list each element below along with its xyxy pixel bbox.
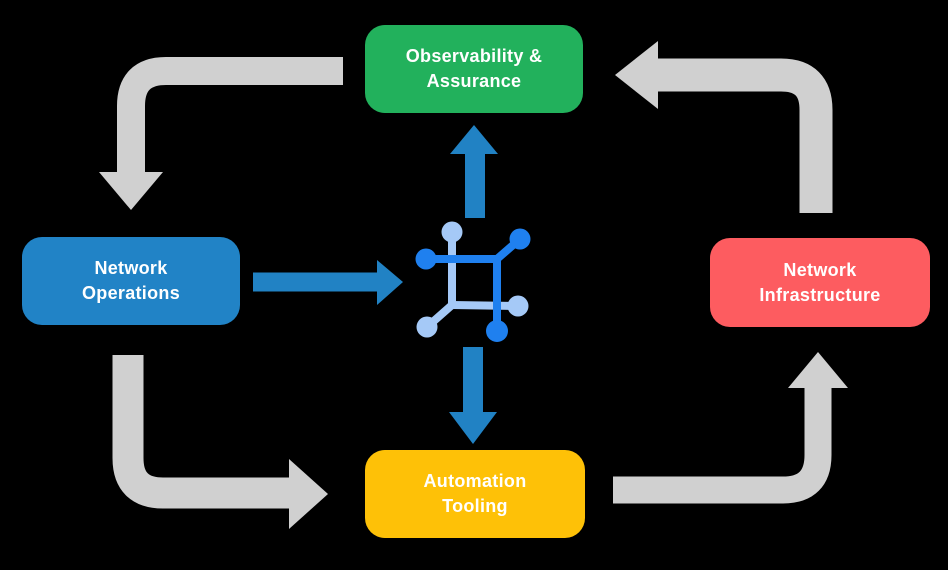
network-fabric-icon [415,221,531,342]
network-fabric-icon-light-part [416,221,529,338]
node-network-operations: Network Operations [22,237,240,325]
arrow-head [788,352,848,388]
node-automation-tooling: Automation Tooling [365,450,585,538]
arrow-shaft [613,386,832,504]
blue-arrow-center-to-observability [450,125,498,218]
arrow-head [99,172,163,210]
arrow-head [615,41,658,109]
node-label: Network Operations [81,258,181,303]
node-observability-assurance: Observability & Assurance [365,25,583,113]
arrow-head [450,125,498,154]
arrow-head [449,412,497,444]
node-label: Automation Tooling [423,471,527,516]
arrow-head [377,260,403,305]
gray-arrow-observability-to-operations [99,57,343,210]
arrow-shaft [656,58,833,213]
node-network-infrastructure: Network Infrastructure [710,238,930,327]
gray-arrow-infrastructure-to-observability [615,41,833,213]
blue-arrow-operations-to-center [253,260,403,305]
gray-arrow-operations-to-automation [112,355,328,529]
arrow-head [289,459,328,529]
gray-arrow-automation-to-infrastructure [613,352,848,504]
node-label: Observability & Assurance [405,46,543,91]
network-fabric-icon-dark-part [415,228,531,342]
arrow-shaft [112,355,291,509]
blue-arrow-center-to-automation [449,347,497,444]
node-label: Network Infrastructure [759,259,881,305]
arrow-shaft [117,57,343,176]
